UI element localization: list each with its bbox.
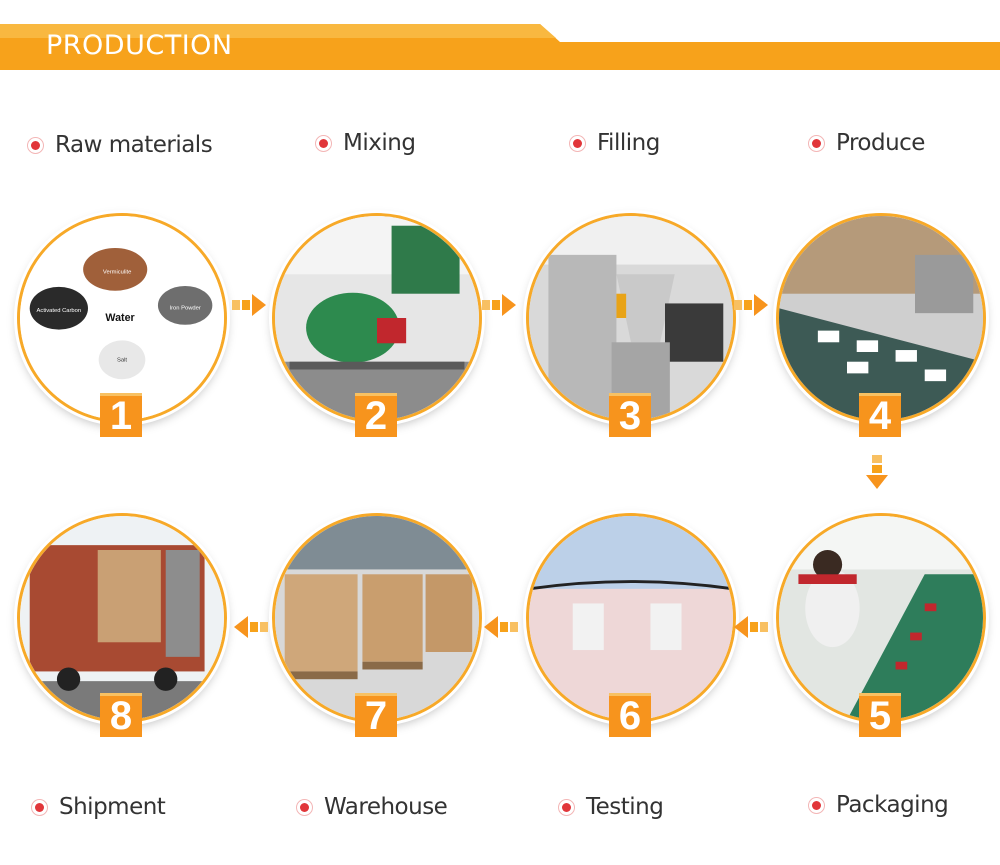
double-chevron-arrow-icon bbox=[734, 292, 770, 323]
step-number: 1 bbox=[100, 393, 142, 437]
step-label-text: Raw materials bbox=[55, 132, 213, 158]
water-label: Water bbox=[105, 312, 134, 324]
step-label-filling: Filling bbox=[569, 128, 660, 158]
step-1: Vermiculite Activated Carbon Water Iron … bbox=[17, 213, 237, 443]
salt-label: Salt bbox=[117, 358, 127, 364]
step-6: 6 bbox=[526, 513, 746, 743]
mixing-image bbox=[272, 213, 482, 423]
radio-dot-icon bbox=[27, 136, 44, 154]
filling-image bbox=[526, 213, 736, 423]
step-label-text: Warehouse bbox=[324, 794, 448, 820]
step-number: 4 bbox=[859, 393, 901, 437]
step-2: 2 bbox=[272, 213, 492, 443]
step-label-shipment: Shipment bbox=[31, 792, 166, 822]
shipment-image bbox=[17, 513, 227, 723]
step-label-text: Packaging bbox=[836, 792, 949, 818]
raw-materials-image: Vermiculite Activated Carbon Water Iron … bbox=[17, 213, 227, 423]
step-label-mixing: Mixing bbox=[315, 128, 416, 158]
vermiculite-label: Vermiculite bbox=[103, 269, 131, 275]
step-label-testing: Testing bbox=[558, 792, 664, 822]
step-label-produce: Produce bbox=[808, 128, 925, 158]
radio-dot-icon bbox=[31, 798, 48, 816]
step-7: 7 bbox=[272, 513, 492, 743]
double-chevron-arrow-icon bbox=[482, 614, 518, 645]
step-number: 7 bbox=[355, 693, 397, 737]
step-3: 3 bbox=[526, 213, 746, 443]
banner-shape bbox=[0, 24, 1000, 70]
radio-dot-icon bbox=[569, 134, 586, 152]
double-chevron-arrow-icon bbox=[482, 292, 518, 323]
warehouse-image bbox=[272, 513, 482, 723]
packaging-image bbox=[776, 513, 986, 723]
header-banner: PRODUCTION bbox=[0, 24, 1000, 70]
step-number: 3 bbox=[609, 393, 651, 437]
radio-dot-icon bbox=[808, 134, 825, 152]
double-chevron-arrow-icon bbox=[232, 614, 268, 645]
step-number: 8 bbox=[100, 693, 142, 737]
step-number: 2 bbox=[355, 393, 397, 437]
step-label-text: Filling bbox=[597, 130, 660, 156]
testing-image bbox=[526, 513, 736, 723]
double-chevron-arrow-icon bbox=[732, 614, 768, 645]
iron-powder-label: Iron Powder bbox=[169, 305, 200, 311]
double-chevron-arrow-icon bbox=[864, 455, 890, 496]
radio-dot-icon bbox=[296, 798, 313, 816]
step-label-raw-materials: Raw materials bbox=[27, 130, 213, 160]
step-number: 5 bbox=[859, 693, 901, 737]
step-label-text: Produce bbox=[836, 130, 925, 156]
step-label-text: Testing bbox=[586, 794, 664, 820]
step-8: 8 bbox=[17, 513, 237, 743]
activated-carbon-label: Activated Carbon bbox=[37, 308, 82, 314]
step-label-text: Mixing bbox=[343, 130, 416, 156]
step-label-text: Shipment bbox=[59, 794, 166, 820]
double-chevron-arrow-icon bbox=[232, 292, 268, 323]
radio-dot-icon bbox=[558, 798, 575, 816]
radio-dot-icon bbox=[808, 796, 825, 814]
step-5: 5 bbox=[776, 513, 996, 743]
step-4: 4 bbox=[776, 213, 996, 443]
step-number: 6 bbox=[609, 693, 651, 737]
produce-image bbox=[776, 213, 986, 423]
page-title: PRODUCTION bbox=[46, 30, 233, 61]
step-label-warehouse: Warehouse bbox=[296, 792, 448, 822]
radio-dot-icon bbox=[315, 134, 332, 152]
step-label-packaging: Packaging bbox=[808, 790, 949, 820]
